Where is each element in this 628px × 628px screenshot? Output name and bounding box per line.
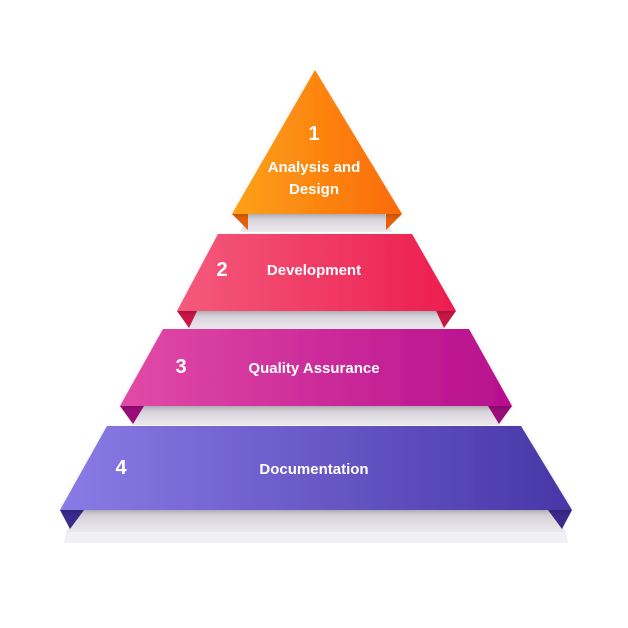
level-label: Documentation — [259, 461, 368, 478]
level-label: Design — [289, 181, 339, 198]
level-number: 4 — [115, 457, 127, 479]
level-label: Quality Assurance — [248, 360, 379, 377]
shelf-4 — [66, 510, 566, 532]
pyramid-level-4: 4 Documentation — [60, 426, 572, 529]
level-number: 1 — [308, 123, 319, 145]
pyramid-level-2: 2 Development — [177, 234, 456, 328]
level-label: Analysis and — [268, 159, 361, 176]
level-number: 2 — [216, 259, 227, 281]
level-number: 3 — [175, 356, 186, 378]
pyramid-level-1: 1 Analysis and Design — [232, 70, 402, 230]
level-label: Development — [267, 262, 361, 279]
shelf-2 — [188, 311, 444, 329]
pyramid-level-3: 3 Quality Assurance — [120, 329, 512, 424]
shelf-1 — [240, 214, 392, 232]
base-shadow — [64, 532, 568, 543]
shelf-3 — [132, 406, 500, 425]
